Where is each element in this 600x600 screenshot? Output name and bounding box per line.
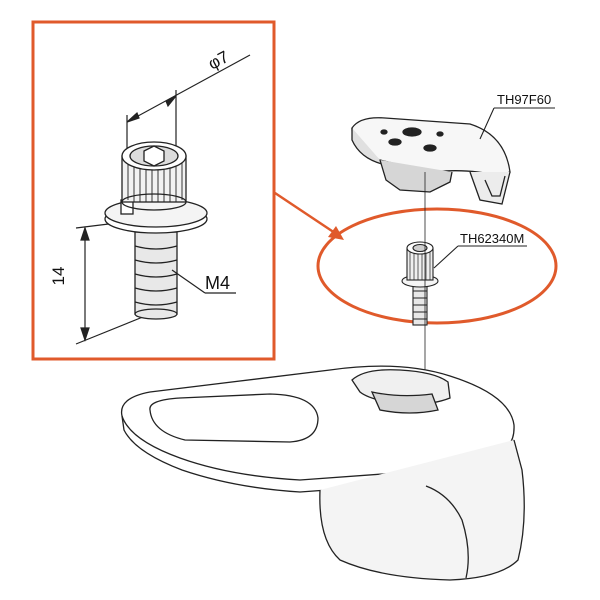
screw-highlight-ellipse xyxy=(316,207,558,325)
spout-body-drawing xyxy=(120,365,525,581)
thread-label: M4 xyxy=(205,273,230,293)
length-label: 14 xyxy=(49,267,68,286)
cap-part-drawing xyxy=(351,117,511,205)
cap-part-label: TH97F60 xyxy=(497,92,551,107)
screw-part-drawing xyxy=(401,241,439,326)
screw-detail-drawing xyxy=(104,141,208,320)
detail-inset: φ7 14 xyxy=(31,20,276,361)
screw-part-label: TH62340M xyxy=(460,231,524,246)
cap-leader xyxy=(479,107,555,140)
screw-leader xyxy=(433,245,527,269)
thread-callout xyxy=(171,269,236,294)
callout-arrow xyxy=(274,191,344,240)
diameter-dimension xyxy=(126,54,251,150)
